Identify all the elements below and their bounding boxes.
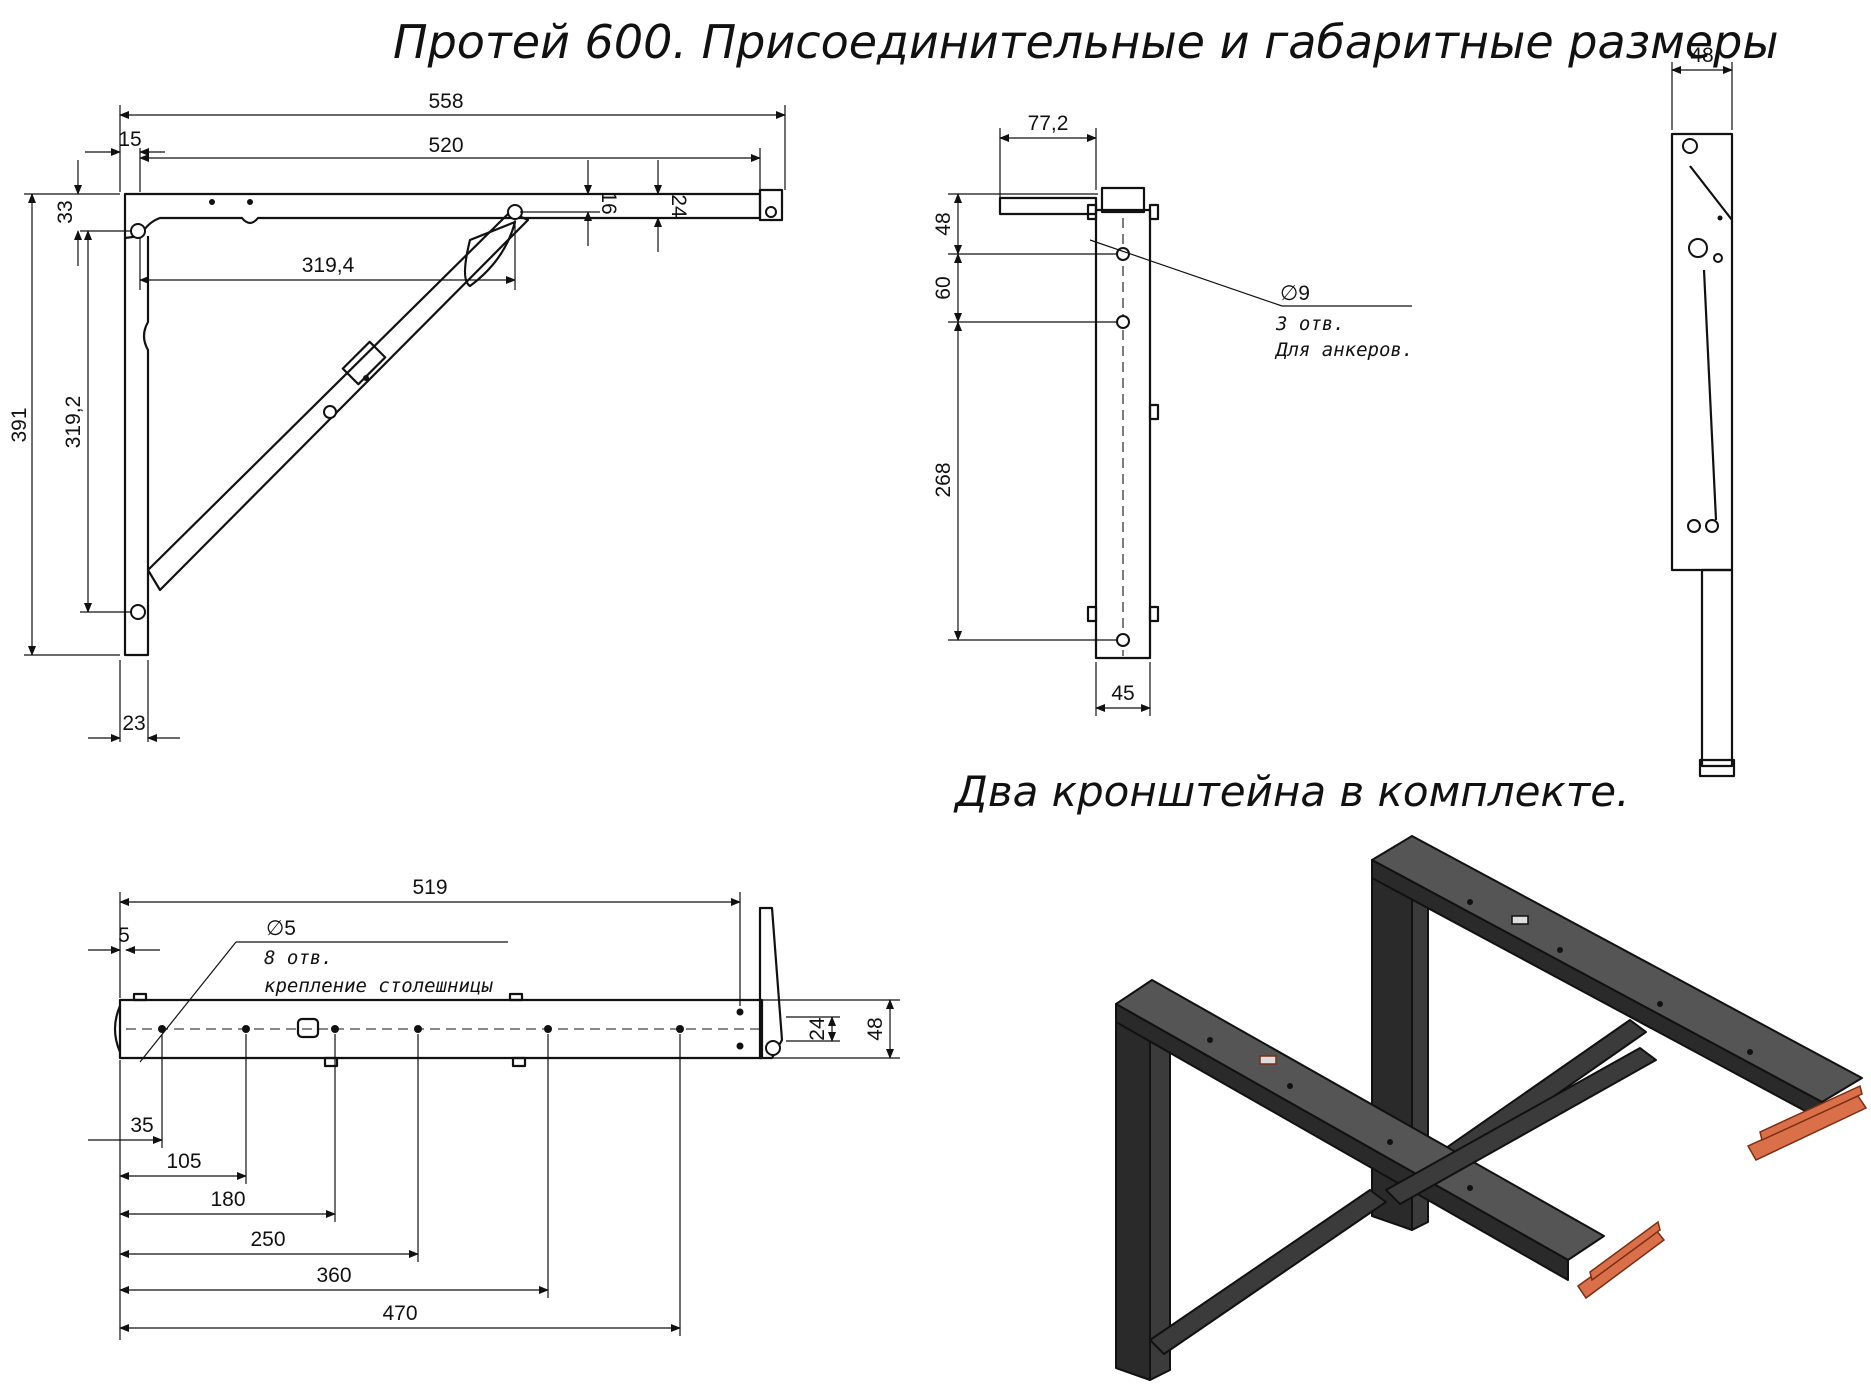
anchor-hole-purpose: Для анкеров.	[1274, 339, 1413, 361]
side-view: 558 520 15 391 319,2 33 319,4 16	[8, 90, 786, 742]
dim-48-top: 48	[864, 1017, 887, 1040]
drawing-title: Протей 600. Присоединительные и габаритн…	[393, 15, 1779, 69]
arm-end-cap	[758, 188, 784, 222]
edge-view: 48	[1670, 44, 1736, 778]
dim-319-2: 319,2	[62, 396, 85, 449]
dim-105: 105	[166, 1150, 201, 1173]
front-view: 77,2 48 60 268 45 ∅9 3 отв. Для анкеров.	[932, 112, 1413, 716]
anchor-hole-diameter: ∅9	[1280, 282, 1310, 305]
strut-hole	[507, 204, 523, 220]
dim-24-top: 24	[806, 1017, 829, 1041]
dim-250: 250	[250, 1228, 285, 1251]
dim-268: 268	[932, 462, 955, 497]
dim-470: 470	[382, 1302, 417, 1325]
top-hole-diameter: ∅5	[266, 917, 296, 940]
dim-23: 23	[122, 712, 145, 735]
cross-tube	[1385, 1047, 1657, 1205]
anchor-hole-2	[1116, 315, 1130, 329]
bracket-strut	[146, 210, 530, 592]
isometric-view	[1115, 835, 1868, 1381]
dim-48-front: 48	[932, 212, 955, 235]
pivot-hole	[130, 223, 146, 239]
dim-319-4: 319,4	[302, 254, 355, 277]
folded-bracket	[1670, 132, 1734, 572]
dim-391: 391	[8, 407, 31, 442]
dim-558: 558	[428, 90, 463, 113]
dim-45: 45	[1111, 682, 1134, 705]
arm-top	[118, 998, 764, 1060]
dim-180: 180	[210, 1188, 245, 1211]
dim-519: 519	[412, 876, 447, 899]
post-front	[1094, 208, 1152, 660]
dim-520: 520	[428, 134, 463, 157]
anchor-hole-3	[1116, 633, 1130, 647]
kit-caption: Два кронштейна в комплекте.	[953, 767, 1629, 816]
dim-360: 360	[316, 1264, 351, 1287]
dim-33: 33	[54, 200, 77, 223]
bracket-arm	[123, 192, 762, 240]
top-view: 519 5 ∅5 8 отв. крепление столешницы 35 …	[88, 876, 900, 1340]
dim-5: 5	[118, 924, 130, 947]
dim-48-edge: 48	[1690, 44, 1713, 67]
dim-77-2: 77,2	[1028, 112, 1069, 135]
bracket-post	[123, 236, 150, 657]
top-hole-count: 8 отв.	[264, 947, 333, 969]
anchor-hole-count: 3 отв.	[1275, 313, 1345, 335]
dim-24-side: 24	[667, 194, 690, 218]
dim-15: 15	[118, 128, 141, 151]
dim-60: 60	[932, 276, 955, 299]
top-hole-purpose: крепление столешницы	[264, 975, 493, 997]
bottom-hole	[130, 604, 146, 620]
dim-35: 35	[130, 1114, 153, 1137]
dim-16: 16	[597, 191, 620, 214]
